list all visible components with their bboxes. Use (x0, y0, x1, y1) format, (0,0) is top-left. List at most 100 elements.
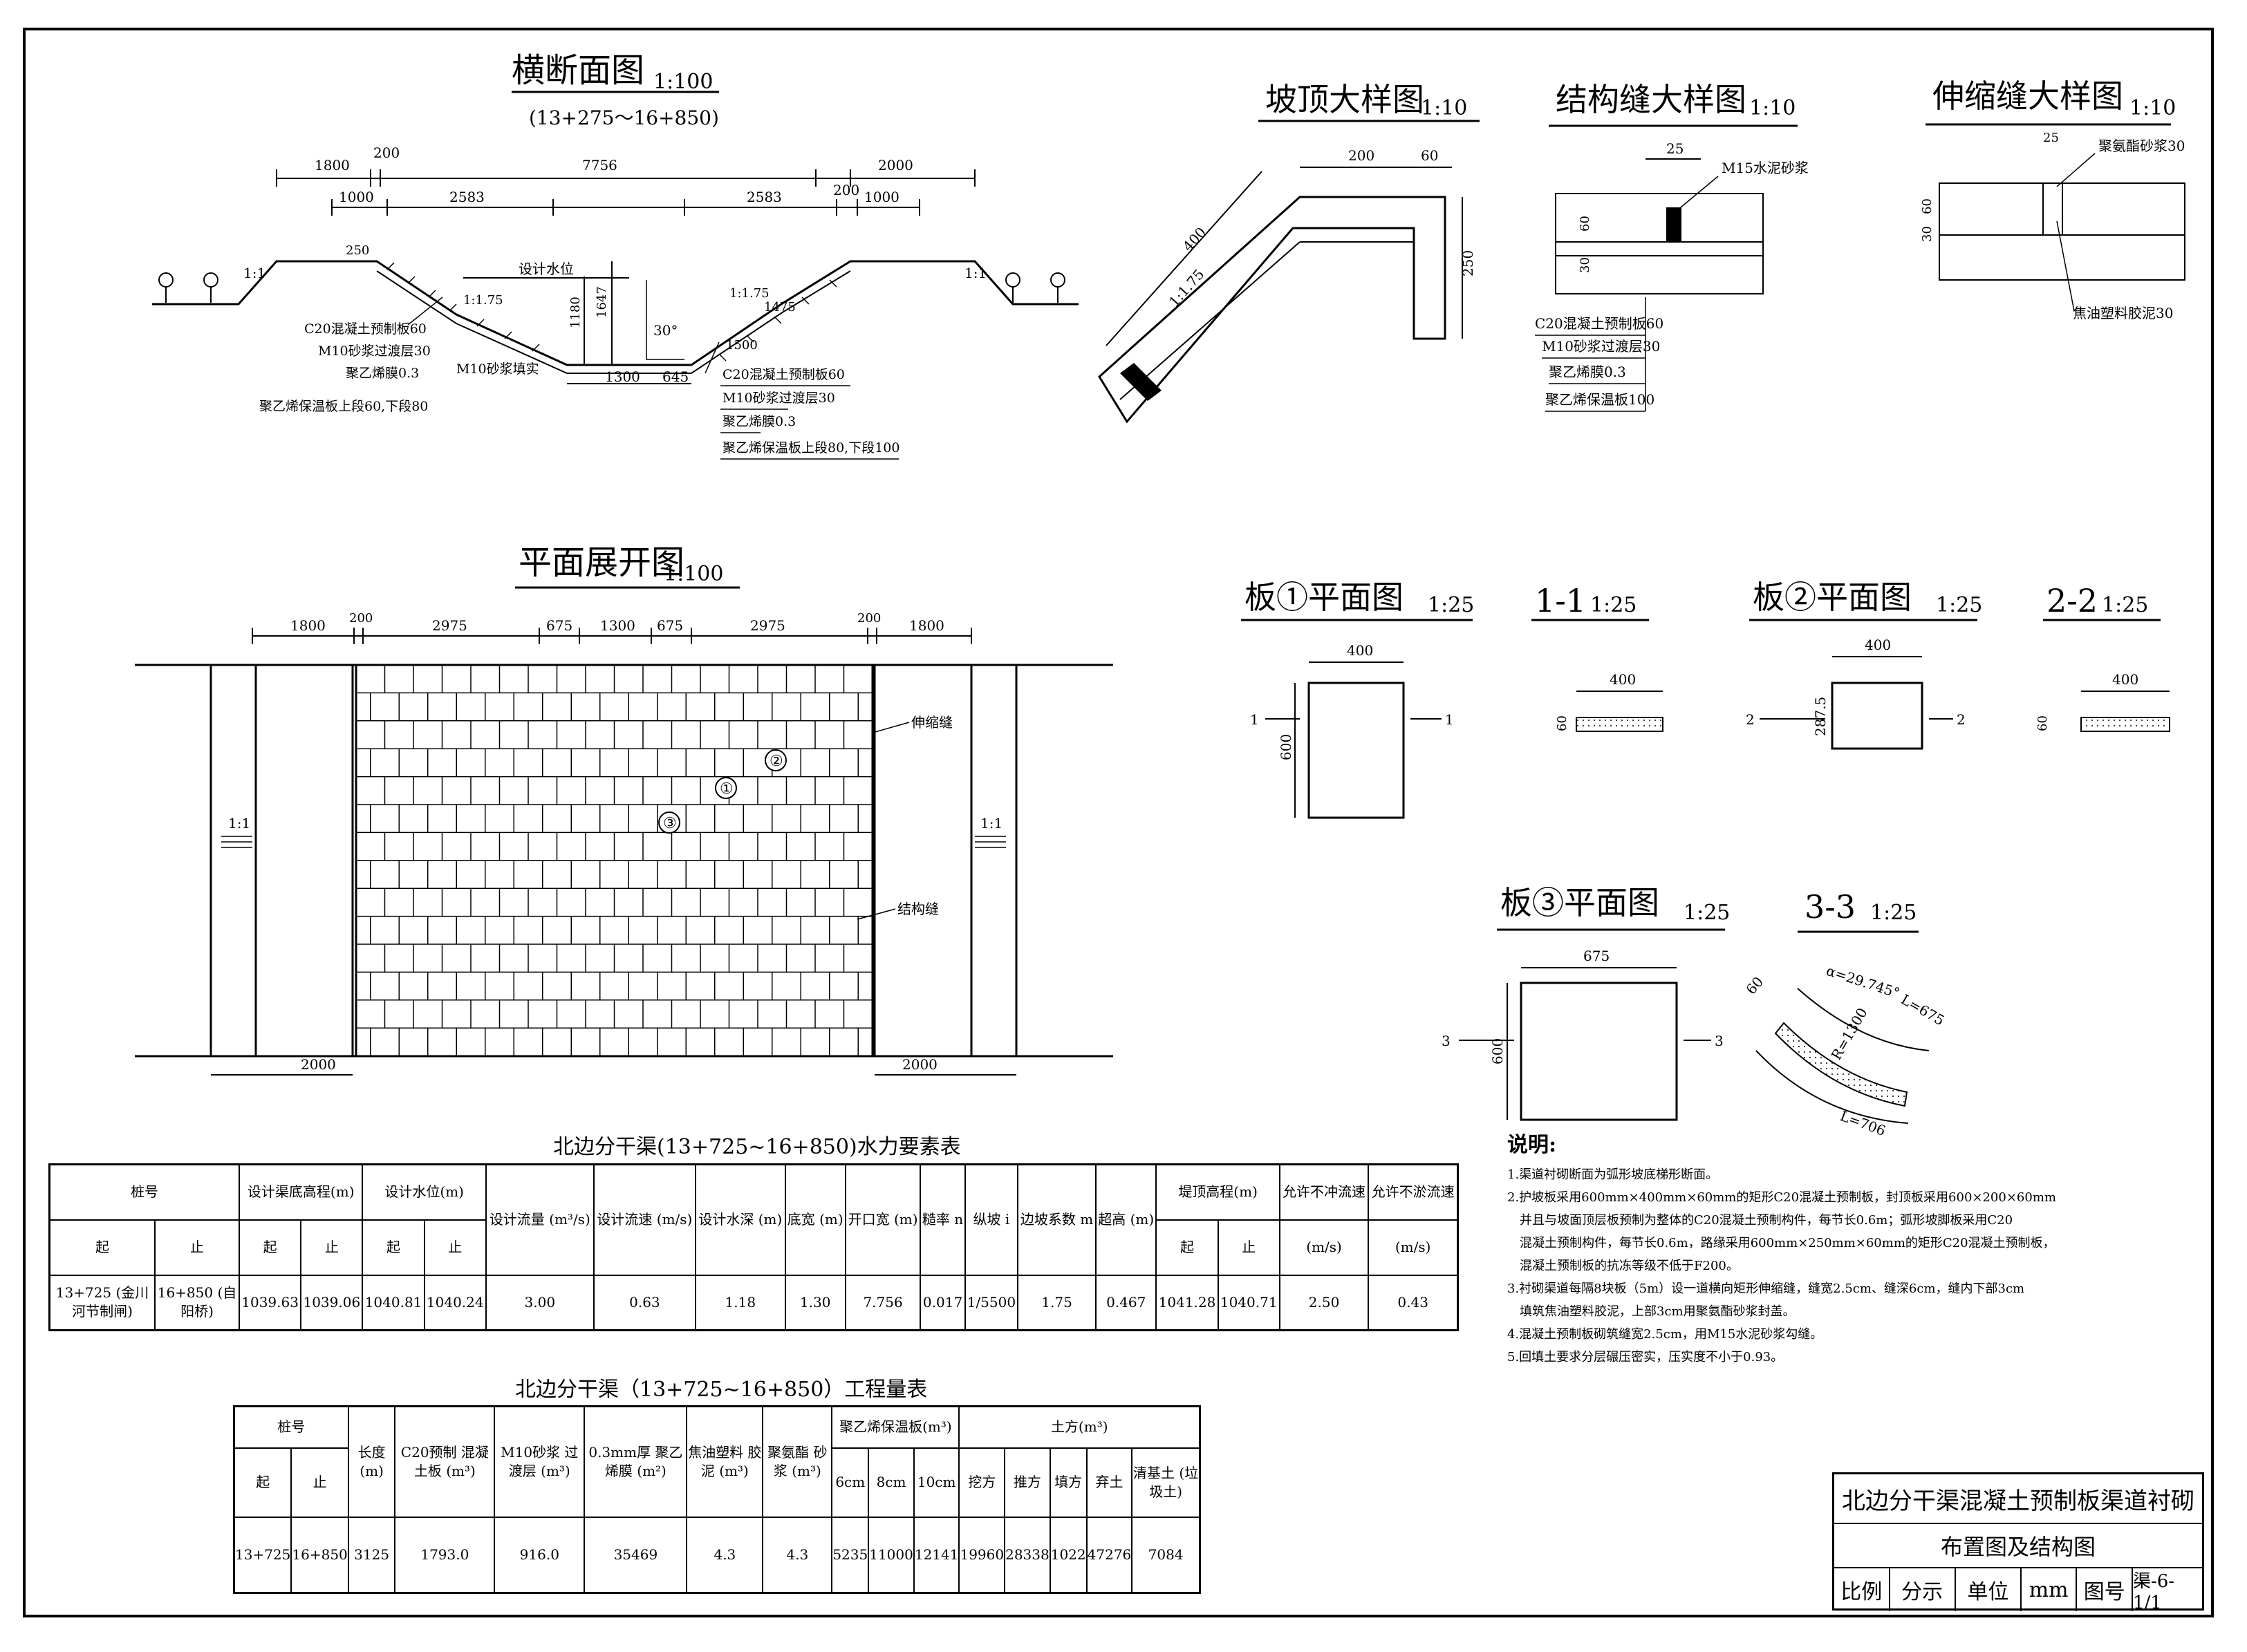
ht-flow: 3.00 (485, 1274, 595, 1331)
ht-h-m: 边坡系数 m (1017, 1163, 1097, 1276)
qt-h-i8: 8cm (868, 1447, 915, 1518)
struct-joint-dim-60: 60 (1578, 216, 1592, 232)
expansion-joint-title: 伸缩缝大样图 (1932, 77, 2123, 115)
qt-i8: 11000 (868, 1516, 915, 1594)
sheet-frame (23, 28, 2214, 1617)
sec33-l1: L=675 (1899, 991, 1948, 1029)
slab3-cut-right: 3 (1715, 1033, 1724, 1049)
ht-ks: 1041.28 (1155, 1274, 1219, 1331)
struct-joint-dim-25: 25 (1666, 140, 1684, 157)
notes: 说明: 1.渠道衬砌断面为弧形坡底梯形断面。 2.护坡板采用600mm×400m… (1507, 1134, 2171, 1369)
slab1-outline (1307, 682, 1405, 819)
qt-pe: 35469 (584, 1516, 688, 1594)
slab1-width: 400 (1347, 642, 1373, 659)
qt-h-earth: 土方(m³) (958, 1405, 1201, 1449)
qt-i6: 5235 (831, 1516, 870, 1594)
slab2-title: 板②平面图 (1753, 579, 1912, 616)
slab1-scale: 1:25 (1428, 593, 1474, 617)
cs-angle: 30° (653, 322, 678, 339)
ht-h-bottom: 设计渠底高程(m) (238, 1163, 364, 1221)
qt-h-fill: 填方 (1049, 1447, 1088, 1518)
ht-be: 1039.06 (300, 1274, 364, 1331)
qt-h-end: 止 (290, 1447, 349, 1518)
sec22-thickness: 60 (2035, 715, 2050, 731)
slab2-cut-left: 2 (1746, 711, 1755, 728)
qt-m10: 916.0 (494, 1516, 586, 1594)
tb-no-label: 图号 (2077, 1568, 2133, 1611)
slab2-scale: 1:25 (1936, 593, 1982, 617)
plan-dim-200-left: 200 (349, 611, 373, 626)
ht-minv: 0.43 (1368, 1274, 1459, 1331)
cs-dim-1647: 1647 (595, 286, 609, 318)
ht-h-maxv: 允许不冲流速 (1278, 1163, 1370, 1221)
plan-dim-1800-left: 1800 (290, 617, 326, 634)
slab2-height: 287.5 (1812, 697, 1829, 736)
qt-h-pe: 0.3mm厚 聚乙烯膜 (m²) (584, 1405, 688, 1518)
title-block-project: 北边分干渠混凝土预制板渠道衬砌 (1834, 1474, 2202, 1524)
cross-section-range: (13+275～16+850) (529, 106, 719, 129)
cs-dim-2583-left: 2583 (449, 189, 485, 205)
qt-h-c20: C20预制 混凝土板 (m³) (394, 1405, 496, 1518)
qt-h-push: 推方 (1004, 1447, 1051, 1518)
plan-title: 平面展开图 (519, 543, 684, 582)
plan-slope-right: 1:1 (980, 815, 1003, 832)
note-line: 混凝土预制构件，每节长0.6m，路缘采用600mm×250mm×60mm的矩形C… (1520, 1236, 2055, 1250)
struct-joint-label-4: 聚乙烯保温板100 (1545, 391, 1654, 408)
cs-dim-1180: 1180 (568, 297, 583, 328)
qt-h-cut: 挖方 (958, 1447, 1006, 1518)
struct-joint-grout (1666, 207, 1681, 242)
sec33-title: 3-3 (1805, 888, 1856, 926)
slab2-outline (1831, 682, 1923, 750)
plan-slope-left: 1:1 (228, 815, 250, 832)
hydraulic-table-title: 北边分干渠(13+725~16+850)水力要素表 (553, 1135, 961, 1159)
note-line: 并且与坡面顶层板预制为整体的C20混凝土预制构件，每节长0.6m；弧形坡脚板采用… (1520, 1213, 2013, 1228)
expansion-joint-dim-30: 30 (1920, 226, 1934, 242)
slab1-title: 板①平面图 (1244, 579, 1404, 616)
qt-start: 13+725 (233, 1516, 292, 1594)
plan-dim-2975-left: 2975 (432, 617, 467, 634)
title-block: 北边分干渠混凝土预制板渠道衬砌 布置图及结构图 比例 分示 单位 mm 图号 渠… (1832, 1472, 2204, 1613)
qt-clear: 7084 (1131, 1516, 1201, 1594)
ht-h-vel: 设计流速 (m/s) (593, 1163, 697, 1276)
ht-h-ks: 起 (1155, 1219, 1219, 1276)
cs-left-label-1: C20混凝土预制板60 (304, 321, 427, 337)
cs-right-label-4: 聚乙烯保温板上段80,下段100 (722, 440, 899, 456)
slope-top-dim-60: 60 (1421, 147, 1438, 164)
ht-h-slope: 纵坡 i (964, 1163, 1019, 1276)
expansion-joint-label-bottom: 焦油塑料胶泥30 (2073, 305, 2173, 321)
cs-slope-175-left: 1:1.75 (463, 293, 503, 308)
cs-dim-2000: 2000 (878, 157, 913, 173)
quantity-table-title: 北边分干渠（13+725~16+850）工程量表 (515, 1378, 928, 1402)
cs-dim-1800: 1800 (315, 157, 350, 173)
qt-h-i6: 6cm (831, 1447, 870, 1518)
qt-length: 3125 (347, 1516, 396, 1594)
qt-h-pu: 聚氨酯 砂浆 (m³) (762, 1405, 833, 1518)
expansion-joint-label-top: 聚氨酯砂浆30 (2098, 138, 2185, 154)
cs-dim-1500: 1500 (726, 338, 758, 353)
qt-push: 28338 (1004, 1516, 1051, 1594)
ht-h-bw: 底宽 (m) (784, 1163, 846, 1276)
ht-h-unit1: (m/s) (1278, 1219, 1370, 1276)
note-line: 3.衬砌渠道每隔8块板（5m）设一道横向矩形伸缩缝，缝宽2.5cm、缝深6cm，… (1507, 1282, 2025, 1296)
struct-joint-label-3: 聚乙烯膜0.3 (1549, 364, 1626, 380)
ht-h-minv: 允许不淤流速 (1368, 1163, 1459, 1221)
qt-end: 16+850 (290, 1516, 349, 1594)
sec22-scale: 1:25 (2102, 593, 2148, 617)
plan-dim-200-right: 200 (857, 611, 881, 626)
struct-joint-detail: 结构缝大样图 1:10 25 M15水泥砂浆 60 30 C20混凝土预制板60… (1535, 81, 1809, 412)
slab1-plan: 板①平面图 1:25 400 600 1 1 (1241, 579, 1474, 819)
expansion-joint-scale: 1:10 (2129, 96, 2176, 120)
plan-expansion-label: 伸缩缝 (911, 714, 953, 731)
slab3-outline (1520, 982, 1678, 1121)
title-block-drawing: 布置图及结构图 (1834, 1524, 2202, 1568)
cs-right-label-3: 聚乙烯膜0.3 (722, 414, 796, 429)
slab3-scale: 1:25 (1684, 901, 1730, 925)
ht-end: 16+850 (自阳桥) (154, 1274, 240, 1331)
slope-top-detail: 坡顶大样图 1:10 200 60 400 1:1.75 250 (1098, 81, 1480, 424)
qt-waste: 47276 (1085, 1516, 1133, 1594)
ht-h-end: 止 (154, 1219, 240, 1276)
sec11-scale: 1:25 (1590, 593, 1637, 617)
tb-scale-value: 分示 (1890, 1568, 1956, 1611)
plan-view: 平面展开图 1:100 1800 200 2975 675 1300 675 2… (135, 543, 1113, 1076)
qt-i10: 12141 (913, 1516, 960, 1594)
